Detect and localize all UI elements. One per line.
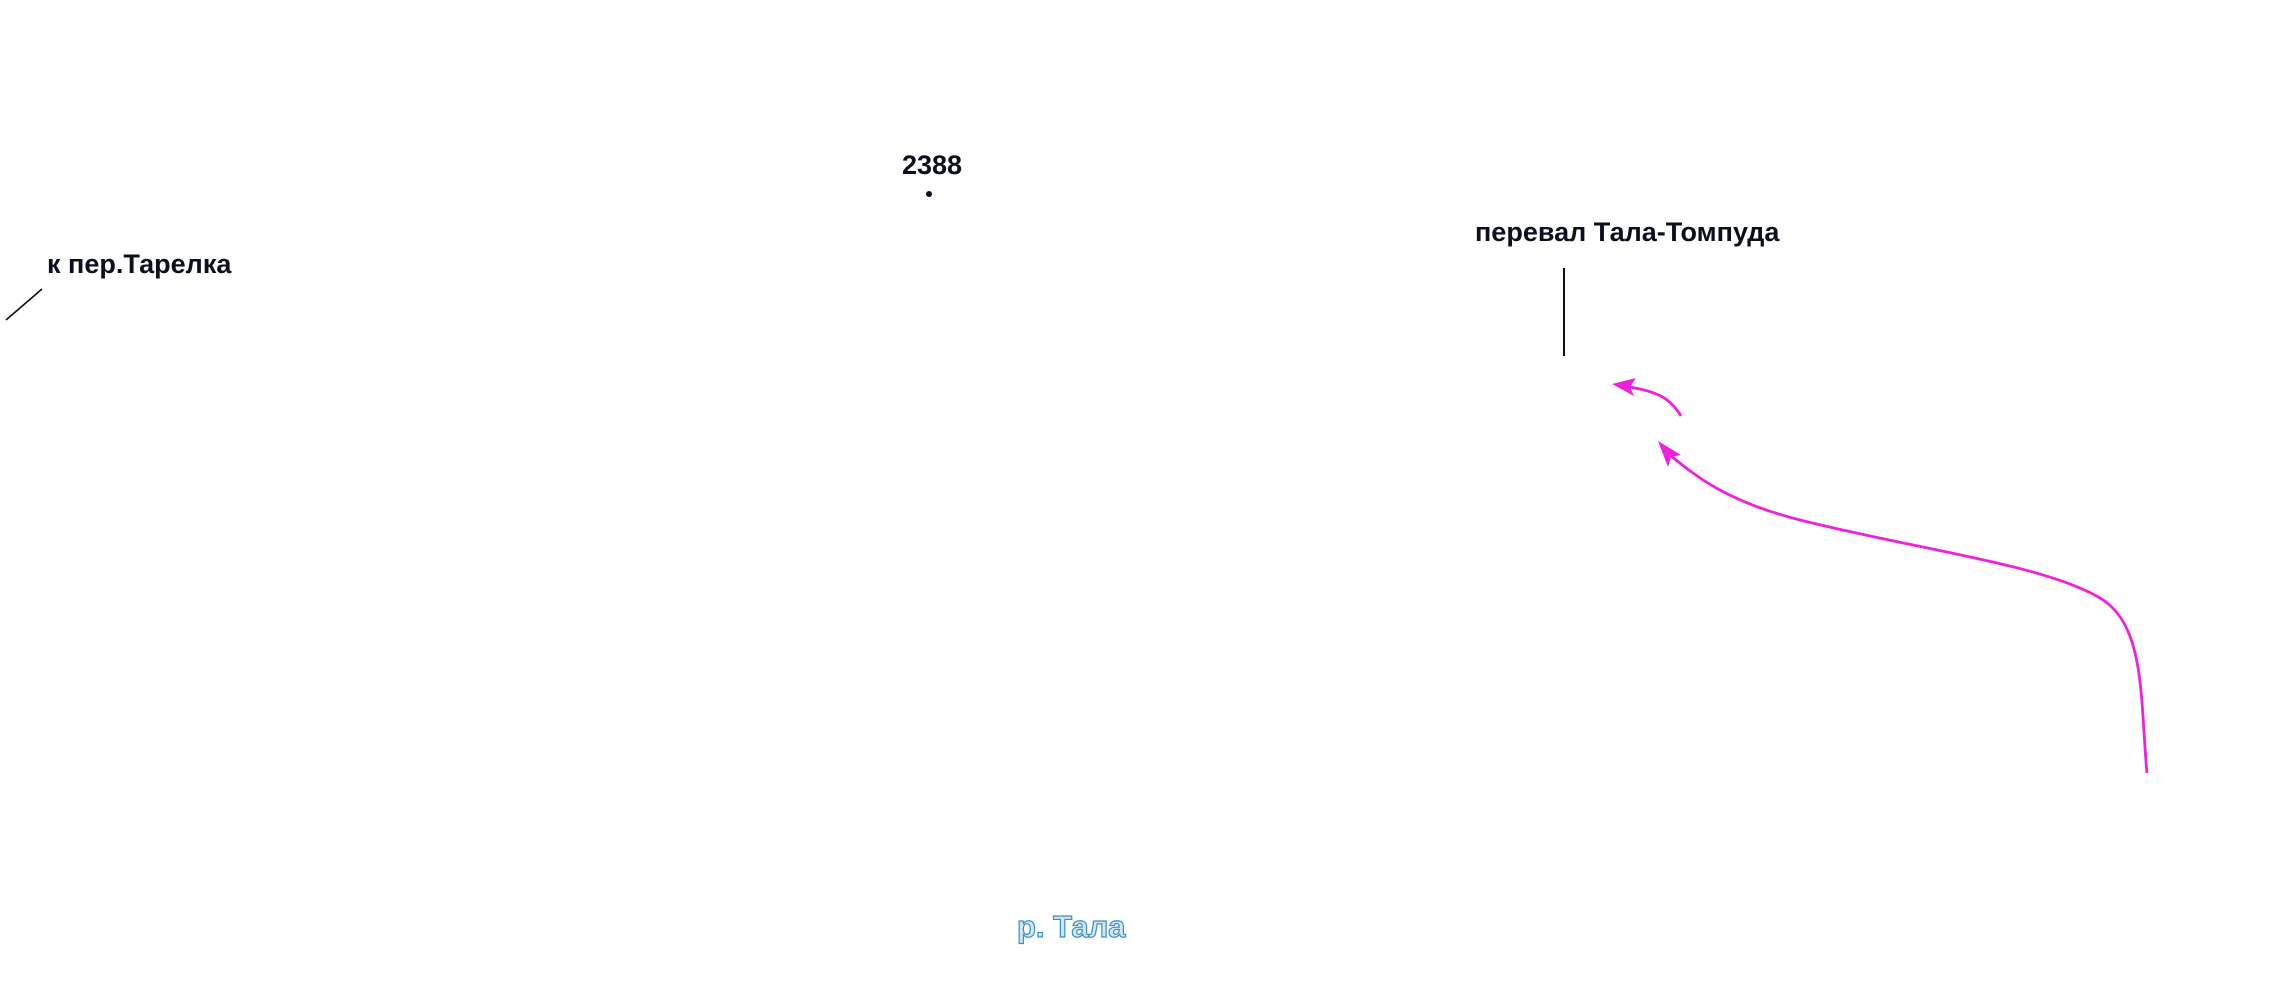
label-pass-tala-tompuda: перевал Тала-Томпуда [1475,217,1780,247]
direction-line-tarelka [5,288,43,321]
route-arrowhead-short [1612,378,1636,396]
route-arrow-long [1669,453,2149,774]
label-river-tala: р. Тала [1016,909,1126,944]
label-peak-elevation: 2388 [902,150,963,180]
label-to-pass-tarelka: к пер.Тарелка [47,249,232,279]
route-arrowhead-long [1658,441,1681,467]
route-arrow-short [1629,385,1683,417]
peak-marker [926,191,932,197]
